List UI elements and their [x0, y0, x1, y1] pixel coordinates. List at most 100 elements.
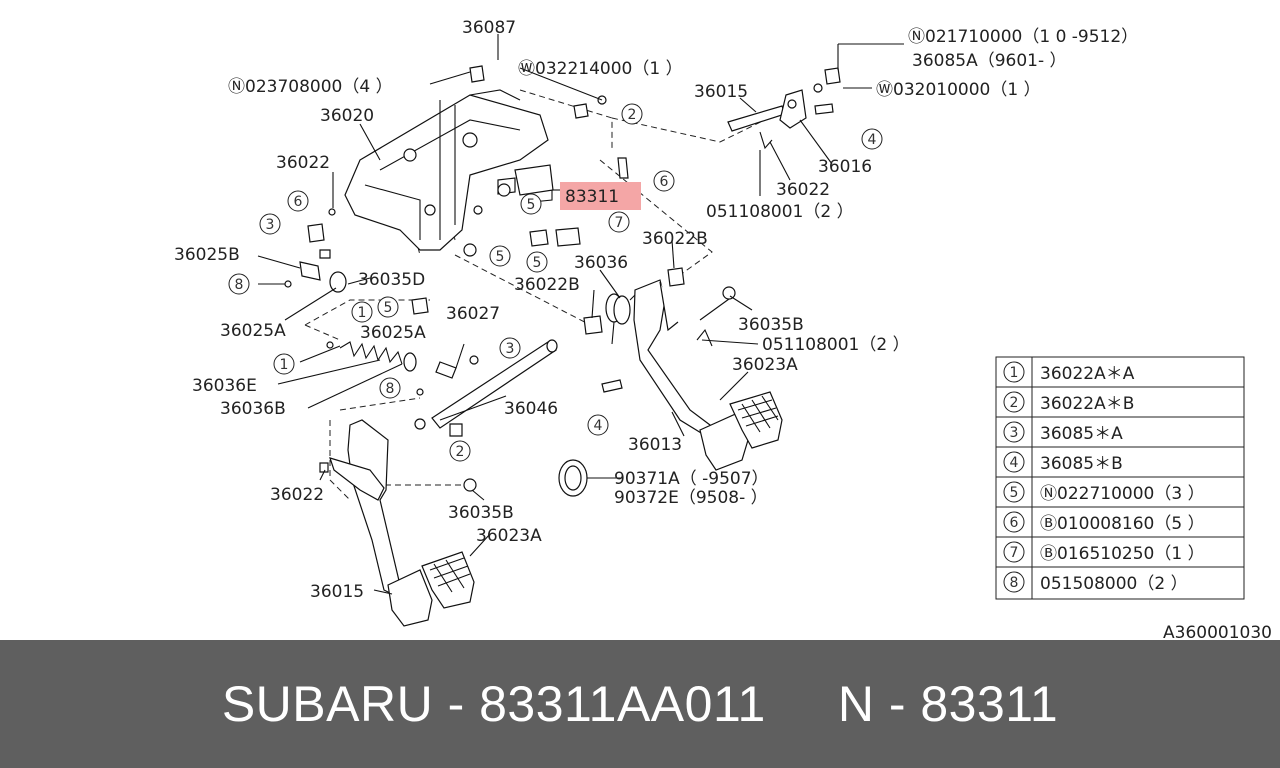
callout-pin-051108001-a: 051108001（2 ）: [762, 335, 910, 355]
svg-text:8: 8: [386, 381, 395, 397]
svg-text:5: 5: [1010, 485, 1019, 501]
callout-36020: 36020: [320, 106, 374, 126]
marker-1-b: 1: [273, 353, 295, 375]
callout-36025a-a: 36025A: [220, 321, 286, 341]
svg-text:2: 2: [456, 444, 465, 460]
svg-text:2: 2: [1010, 395, 1019, 411]
pedal-shaft-drawing: [431, 339, 558, 429]
callout-36013: 36013: [628, 435, 682, 455]
part-number-title: SUBARU - 83311AA011 N - 83311: [221, 676, 1059, 732]
legend-row: 7 Ⓑ016510250（1 ）: [1003, 541, 1205, 564]
marker-5-c: 5: [526, 251, 548, 273]
callout-36016: 36016: [818, 157, 872, 177]
callout-36022-c: 36022: [776, 180, 830, 200]
brake-pedal-drawing: [633, 279, 783, 471]
svg-text:7: 7: [615, 215, 624, 231]
marker-8-a: 8: [228, 273, 250, 295]
marker-5-b: 5: [489, 245, 511, 267]
svg-text:051508000（2 ）: 051508000（2 ）: [1040, 574, 1188, 594]
marker-8-b: 8: [379, 377, 401, 399]
legend-row: 6 Ⓑ010008160（5 ）: [1003, 511, 1205, 534]
svg-text:6: 6: [1010, 515, 1019, 531]
marker-7: 7: [608, 211, 630, 233]
legend-row: 1 36022A＊A: [1003, 361, 1135, 384]
svg-text:1: 1: [358, 305, 367, 321]
svg-text:36085＊B: 36085＊B: [1040, 454, 1123, 474]
callout-36023a-b: 36023A: [732, 355, 798, 375]
bushing-drawing: [558, 459, 588, 497]
svg-text:3: 3: [1010, 425, 1019, 441]
svg-text:5: 5: [496, 249, 505, 265]
callout-36023a-a: 36023A: [476, 526, 542, 546]
svg-text:3: 3: [266, 217, 275, 233]
callout-36087: 36087: [462, 18, 516, 38]
callout-labels: 36087 Ⓝ023708000（4 ） Ⓦ032214000（1 ） 3602…: [174, 18, 1138, 602]
svg-text:5: 5: [527, 197, 536, 213]
svg-text:1: 1: [1010, 365, 1019, 381]
marker-6-a: 6: [287, 190, 309, 212]
callout-83311-highlighted[interactable]: 83311: [565, 187, 619, 207]
svg-text:1: 1: [280, 357, 289, 373]
callout-36035b-a: 36035B: [448, 503, 514, 523]
svg-text:4: 4: [868, 132, 877, 148]
legend-row: 4 36085＊B: [1003, 451, 1123, 474]
legend-row: 8 051508000（2 ）: [1003, 571, 1188, 594]
svg-text:Ⓝ022710000（3 ）: Ⓝ022710000（3 ）: [1040, 484, 1205, 504]
marker-1-a: 1: [351, 301, 373, 323]
callout-36022b-a: 36022B: [514, 275, 580, 295]
pedal-bracket-drawing: [344, 89, 554, 251]
number-markers: 1 1 2 2 3 3 4 4 5 5 5 5 6 6 7 8 8: [228, 103, 883, 462]
callout-36022-b: 36022: [270, 485, 324, 505]
callout-36035d: 36035D: [358, 270, 425, 290]
callout-36036e: 36036E: [192, 376, 257, 396]
clutch-rod-drawing: [727, 67, 841, 150]
marker-2-a: 2: [621, 103, 643, 125]
marker-5-d: 5: [377, 296, 399, 318]
callout-36027: 36027: [446, 304, 500, 324]
clutch-pedal-drawing: [329, 419, 475, 627]
callout-36015-b: 36015: [694, 82, 748, 102]
callout-36025b: 36025B: [174, 245, 240, 265]
callout-36015-a: 36015: [310, 582, 364, 602]
callout-36046: 36046: [504, 399, 558, 419]
svg-text:4: 4: [1010, 455, 1019, 471]
callout-36036b: 36036B: [220, 399, 286, 419]
svg-text:8: 8: [1010, 575, 1019, 591]
callout-36035b-b: 36035B: [738, 315, 804, 335]
svg-text:3: 3: [506, 341, 515, 357]
svg-text:5: 5: [533, 255, 542, 271]
callout-36085a: 36085A（9601- ）: [912, 51, 1067, 71]
svg-text:Ⓑ016510250（1 ）: Ⓑ016510250（1 ）: [1040, 544, 1205, 564]
callout-washer-032010000: Ⓦ032010000（1 ）: [876, 80, 1041, 100]
svg-text:4: 4: [594, 418, 603, 434]
highlight-box: [560, 182, 641, 210]
callout-36036: 36036: [574, 253, 628, 273]
callout-36022-a: 36022: [276, 153, 330, 173]
part-number-footer: SUBARU - 83311AA011 N - 83311: [0, 640, 1280, 768]
svg-text:6: 6: [294, 194, 303, 210]
marker-2-b: 2: [449, 440, 471, 462]
svg-text:36022A＊A: 36022A＊A: [1040, 364, 1135, 384]
svg-text:7: 7: [1010, 545, 1019, 561]
marker-4-a: 4: [861, 128, 883, 150]
callout-90371a: 90371A（ -9507）: [614, 469, 769, 489]
svg-text:Ⓑ010008160（5 ）: Ⓑ010008160（5 ）: [1040, 514, 1205, 534]
svg-text:5: 5: [384, 300, 393, 316]
callout-36025a-b: 36025A: [360, 323, 426, 343]
marker-6-b: 6: [653, 170, 675, 192]
marker-3-a: 3: [259, 213, 281, 235]
legend-row: 5 Ⓝ022710000（3 ）: [1003, 481, 1205, 504]
callout-36022b-b: 36022B: [642, 229, 708, 249]
marker-5-a: 5: [520, 193, 542, 215]
marker-3-b: 3: [499, 337, 521, 359]
parts-diagram: 36087 Ⓝ023708000（4 ） Ⓦ032214000（1 ） 3602…: [174, 18, 1272, 640]
leader-lines: [257, 34, 904, 595]
svg-text:2: 2: [628, 107, 637, 123]
callout-pin-051108001-b: 051108001（2 ）: [706, 202, 854, 222]
callout-nut-023708000: Ⓝ023708000（4 ）: [228, 77, 393, 97]
diagram-reference-code: A360001030: [1163, 623, 1272, 640]
svg-text:8: 8: [235, 277, 244, 293]
